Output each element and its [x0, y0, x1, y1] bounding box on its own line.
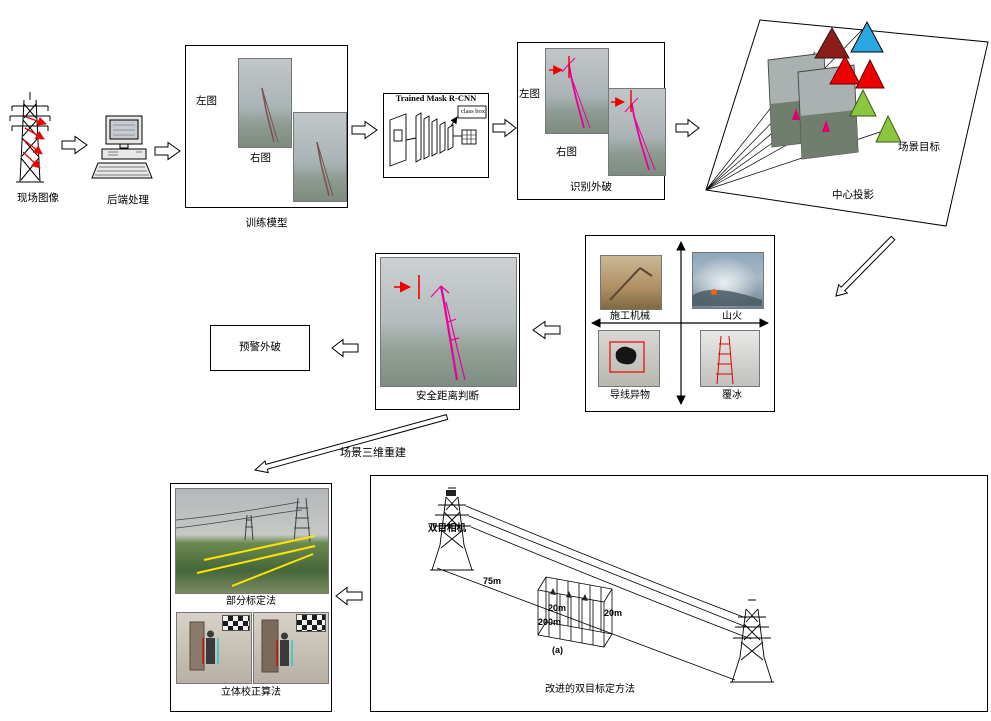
- warning-box: [210, 325, 310, 371]
- backend-label: 后端处理: [107, 194, 149, 206]
- arrow-right-icon: [675, 118, 700, 138]
- checkerboard-pattern: [222, 615, 250, 631]
- arrow-right-icon: [351, 120, 378, 140]
- class-box-label: class box: [461, 108, 486, 115]
- construction-photo: [600, 255, 662, 310]
- mask-rcnn-box: [383, 93, 489, 178]
- scene-target-label: 场景目标: [898, 141, 940, 153]
- diagonal-arrow-icon: [253, 413, 449, 474]
- safety-photo: [380, 257, 517, 387]
- detect-left-photo: [545, 48, 609, 134]
- hazard-icing-label: 覆冰: [722, 390, 742, 401]
- arrow-right-icon: [154, 141, 181, 161]
- foreign-object-photo: [598, 330, 660, 387]
- fire-photo: [692, 252, 764, 309]
- distance-200m-label: 200m: [538, 617, 562, 627]
- binocular-camera-label: 双目相机: [428, 523, 467, 534]
- detect-right-label: 右图: [556, 146, 577, 158]
- stereo-rectification-caption: 立体校正算法: [221, 687, 281, 698]
- computer-icon: [91, 115, 153, 179]
- arrow-left-icon: [532, 320, 561, 340]
- field-calibration-photo: [175, 488, 329, 594]
- binocular-caption: 改进的双目标定方法: [545, 684, 635, 695]
- signal-arrows: [22, 116, 47, 169]
- scene-target-triangles: [814, 20, 902, 143]
- projection-rays: [705, 29, 887, 191]
- central-projection-label: 中心投影: [832, 189, 874, 201]
- distance-20m-right-label: 20m: [604, 608, 623, 618]
- image-planes: [767, 52, 859, 160]
- train-right-photo: [293, 112, 347, 202]
- warning-label: 预警外破: [239, 341, 281, 353]
- hazard-foreign-object-label: 导线异物: [610, 390, 650, 401]
- distance-75m-label: 75m: [483, 576, 502, 586]
- binocular-box: [370, 475, 988, 712]
- subfigure-label: (a): [552, 645, 563, 655]
- arrow-left-icon: [335, 586, 363, 606]
- diagonal-arrow-icon: [835, 235, 896, 297]
- train-left-photo: [238, 58, 292, 148]
- train-right-label: 右图: [250, 152, 271, 164]
- hazard-construction-label: 施工机械: [610, 311, 650, 322]
- partial-calibration-caption: 部分标定法: [226, 596, 276, 607]
- distance-20m-left-label: 20m: [548, 603, 567, 613]
- train-left-label: 左图: [196, 95, 217, 107]
- detect-caption: 识别外破: [570, 181, 612, 193]
- detect-left-label: 左图: [519, 88, 540, 100]
- detect-right-photo: [608, 88, 666, 176]
- scene-image-label: 现场图像: [17, 192, 59, 204]
- transmission-tower-icon: [9, 92, 51, 183]
- arrow-left-icon: [331, 338, 359, 358]
- arrow-right-icon: [61, 135, 88, 155]
- arrow-right-icon: [492, 118, 517, 138]
- rcnn-title: Trained Mask R-CNN: [395, 93, 477, 103]
- checkerboard-pattern: [296, 614, 326, 632]
- icing-photo: [700, 330, 760, 387]
- safety-caption: 安全距离判断: [416, 390, 479, 402]
- reconstruction-label: 场景三维重建: [340, 447, 406, 459]
- hazard-fire-label: 山火: [722, 311, 742, 322]
- train-caption: 训练模型: [245, 217, 288, 229]
